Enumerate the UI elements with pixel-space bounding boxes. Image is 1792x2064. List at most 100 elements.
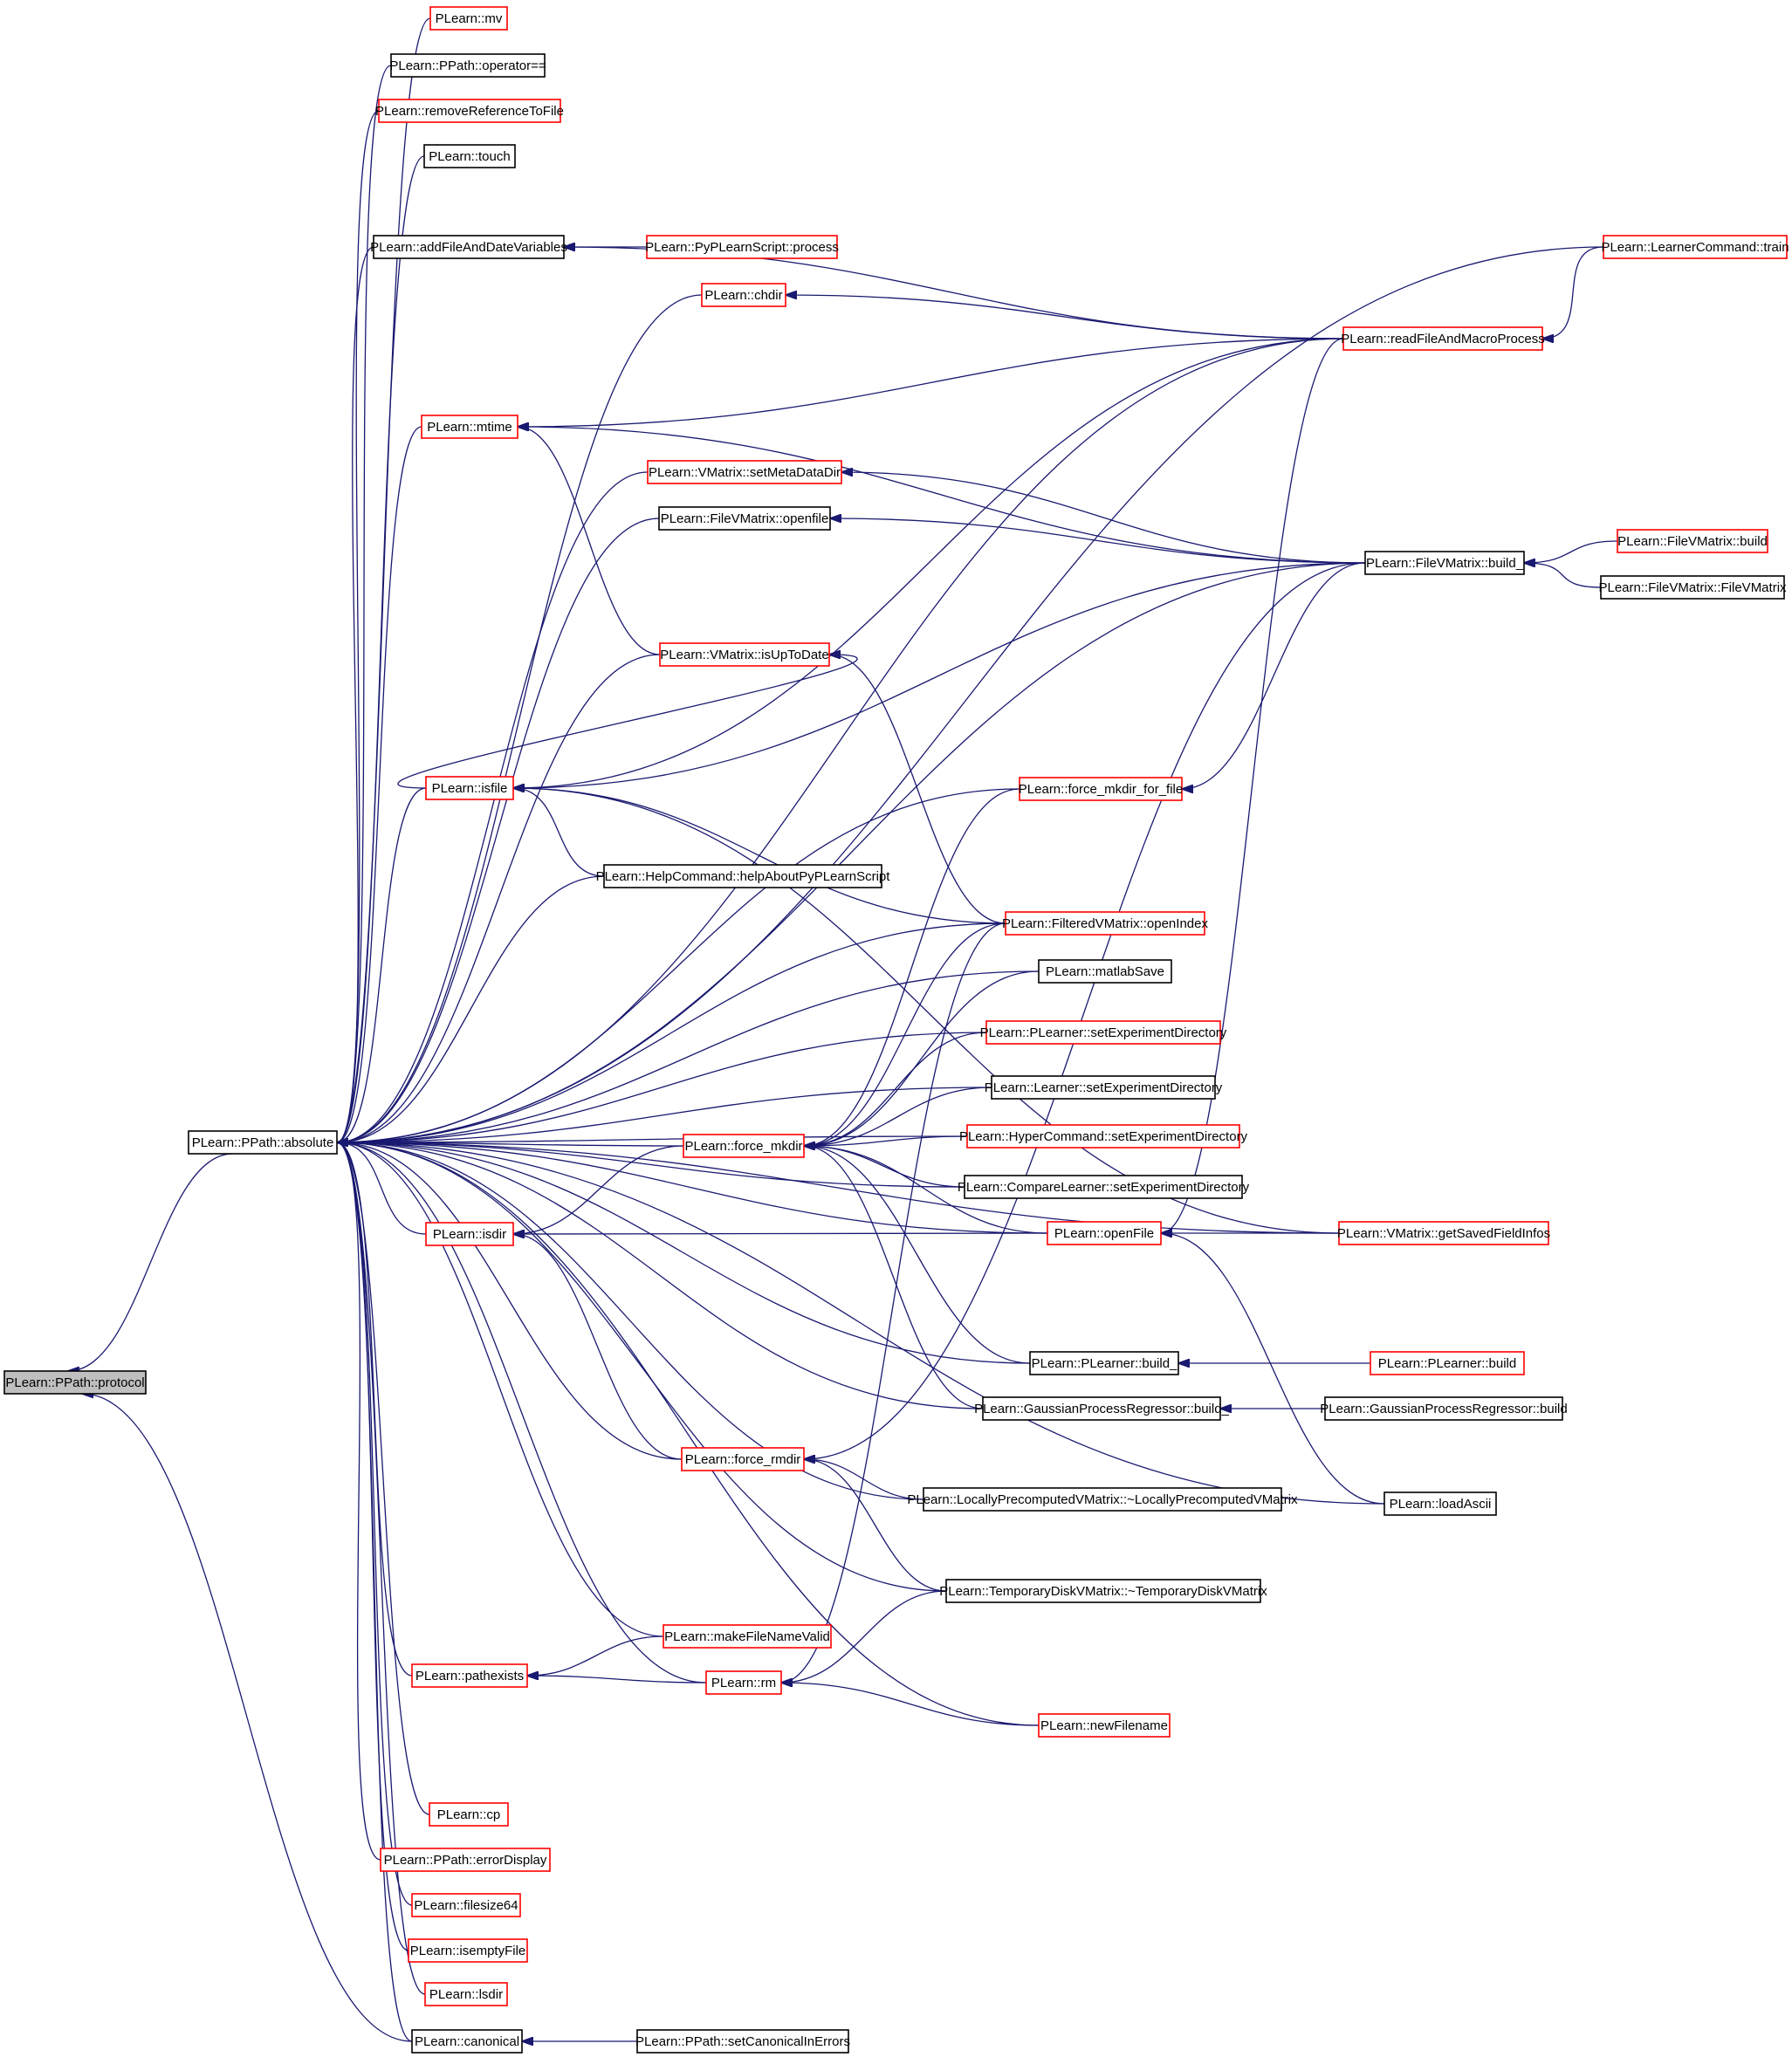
node-label: PLearn::isfile (432, 781, 508, 796)
edge-fvm-build--to-fvm-openfile (830, 518, 1366, 564)
edge-path (804, 788, 1020, 1146)
node-cp[interactable]: PLearn::cp (429, 1802, 509, 1827)
edge-path (804, 1146, 984, 1409)
node-gpr-build[interactable]: PLearn::GaussianProcessRegressor::build (1320, 1396, 1568, 1421)
edge-path (518, 427, 661, 655)
node-lsdir[interactable]: PLearn::lsdir (424, 1982, 508, 2006)
edge-path (513, 788, 605, 877)
edge-path (804, 1146, 1031, 1364)
node-newfilename[interactable]: PLearn::newFilename (1038, 1713, 1171, 1738)
node-fvm-ctor[interactable]: PLearn::FileVMatrix::FileVMatrix (1598, 575, 1787, 600)
node-canonical[interactable]: PLearn::canonical (411, 2029, 523, 2054)
edge-path (337, 1142, 947, 1592)
node-chdir[interactable]: PLearn::chdir (701, 283, 786, 307)
node-isfile[interactable]: PLearn::isfile (425, 776, 514, 800)
node-force-mkdir-ff[interactable]: PLearn::force_mkdir_for_file (1019, 777, 1183, 801)
node-errordisplay[interactable]: PLearn::PPath::errorDisplay (380, 1848, 551, 1872)
node-lpvm[interactable]: PLearn::LocallyPrecomputedVMatrix::~Loca… (907, 1487, 1298, 1512)
edge-path (804, 1135, 968, 1146)
node-label: PLearn::PPath::errorDisplay (384, 1853, 547, 1868)
node-box (424, 1982, 508, 2006)
node-plearner-setexp[interactable]: PLearn::PLearner::setExperimentDirectory (980, 1020, 1227, 1045)
node-box (681, 1447, 805, 1471)
node-isuptodate[interactable]: PLearn::VMatrix::isUpToDate (659, 642, 830, 667)
node-setmetadatadir[interactable]: PLearn::VMatrix::setMetaDataDir (647, 460, 842, 484)
edge-canonical-to-protocol (82, 1394, 413, 2042)
node-rm[interactable]: PLearn::rm (705, 1670, 782, 1695)
edge-path (804, 1146, 1048, 1234)
node-getsavedfield[interactable]: PLearn::VMatrix::getSavedFieldInfos (1337, 1221, 1550, 1245)
edge-path (1524, 563, 1602, 588)
node-box (701, 283, 786, 307)
node-box (1383, 1491, 1497, 1516)
edge-plearner-setexp-to-force-mkdir (804, 1032, 987, 1146)
node-label: PLearn::GaussianProcessRegressor::build (1320, 1402, 1567, 1416)
node-mv[interactable]: PLearn::mv (429, 6, 508, 31)
node-box (423, 144, 516, 168)
node-box (429, 1802, 509, 1827)
node-matlabsave[interactable]: PLearn::matlabSave (1038, 959, 1172, 984)
node-label: PLearn::PPath::setCanonicalInErrors (635, 2034, 850, 2049)
node-mtime[interactable]: PLearn::mtime (421, 415, 518, 439)
edge-force-rmdir-to-absolute (337, 1142, 683, 1460)
node-label: PLearn::force_rmdir (685, 1452, 801, 1467)
node-box (991, 1075, 1216, 1100)
edge-fvm-build--to-mtime (518, 427, 1366, 564)
edge-path (337, 875, 605, 1142)
node-label: PLearn::removeReferenceToFile (375, 104, 564, 119)
edge-compare-setexp-to-absolute (337, 1142, 965, 1188)
node-operator[interactable]: PLearn::PPath::operator== (389, 53, 546, 78)
node-plearner-build[interactable]: PLearn::PLearner::build (1370, 1351, 1525, 1375)
edge-path (1524, 540, 1618, 563)
node-tdvm[interactable]: PLearn::TemporaryDiskVMatrix::~Temporary… (939, 1579, 1267, 1603)
edge-path (337, 1142, 924, 1500)
node-setcanonical[interactable]: PLearn::PPath::setCanonicalInErrors (635, 2029, 850, 2054)
edge-path (337, 1142, 707, 1683)
node-openfile[interactable]: PLearn::openFile (1047, 1221, 1162, 1245)
edge-readfile-to-addfile (564, 247, 1344, 339)
edge-path (337, 294, 703, 1142)
node-filesize64[interactable]: PLearn::filesize64 (411, 1893, 521, 1917)
node-isemptyfile[interactable]: PLearn::isemptyFile (408, 1938, 528, 1963)
node-fvm-build-[interactable]: PLearn::FileVMatrix::build_ (1364, 551, 1525, 575)
node-box (421, 415, 518, 439)
node-force-mkdir[interactable]: PLearn::force_mkdir (683, 1134, 805, 1158)
node-helpabout[interactable]: PLearn::HelpCommand::helpAboutPyPLearnSc… (596, 864, 891, 888)
node-openindex[interactable]: PLearn::FilteredVMatrix::openIndex (1002, 911, 1208, 936)
node-gpr-build-[interactable]: PLearn::GaussianProcessRegressor::build_ (974, 1396, 1230, 1421)
node-box (683, 1134, 805, 1158)
node-box (1338, 1221, 1549, 1245)
node-learner-setexp[interactable]: PLearn::Learner::setExperimentDirectory (985, 1075, 1223, 1100)
edge-path (513, 1145, 684, 1234)
node-learnercmdtrain[interactable]: PLearn::LearnerCommand::train (1601, 235, 1789, 259)
node-addfile[interactable]: PLearn::addFileAndDateVariables (370, 235, 567, 259)
node-hyper-setexp[interactable]: PLearn::HyperCommand::setExperimentDirec… (959, 1124, 1248, 1149)
node-makefilename[interactable]: PLearn::makeFileNameValid (663, 1624, 832, 1649)
node-force-rmdir[interactable]: PLearn::force_rmdir (681, 1447, 805, 1471)
node-readfile[interactable]: PLearn::readFileAndMacroProcess (1341, 326, 1545, 351)
node-fvm-openfile[interactable]: PLearn::FileVMatrix::openfile (658, 506, 831, 531)
node-box (411, 2029, 523, 2054)
node-compare-setexp[interactable]: PLearn::CompareLearner::setExperimentDir… (958, 1175, 1250, 1199)
node-absolute[interactable]: PLearn::PPath::absolute (188, 1130, 338, 1155)
node-pathexists[interactable]: PLearn::pathexists (411, 1663, 528, 1688)
node-pyprocess[interactable]: PLearn::PyPLearnScript::process (645, 235, 839, 259)
node-plearner-build-[interactable]: PLearn::PLearner::build_ (1029, 1351, 1179, 1375)
node-isdir[interactable]: PLearn::isdir (425, 1222, 514, 1246)
edge-mtime-to-absolute (337, 426, 422, 1142)
edge-fvm-openfile-to-absolute (337, 518, 660, 1142)
node-loadascii[interactable]: PLearn::loadAscii (1383, 1491, 1497, 1516)
node-fvm-build[interactable]: PLearn::FileVMatrix::build (1617, 529, 1768, 553)
node-box (390, 53, 546, 78)
node-removeref[interactable]: PLearn::removeReferenceToFile (375, 99, 564, 123)
edge-path (527, 1635, 664, 1676)
node-box (1370, 1351, 1525, 1375)
edge-path (337, 1142, 965, 1188)
node-box (658, 506, 831, 531)
node-box (411, 1893, 521, 1917)
node-touch[interactable]: PLearn::touch (423, 144, 516, 168)
node-label: PLearn::FileVMatrix::build (1617, 534, 1768, 549)
edge-path (513, 338, 1344, 788)
edge-path (841, 472, 1366, 564)
